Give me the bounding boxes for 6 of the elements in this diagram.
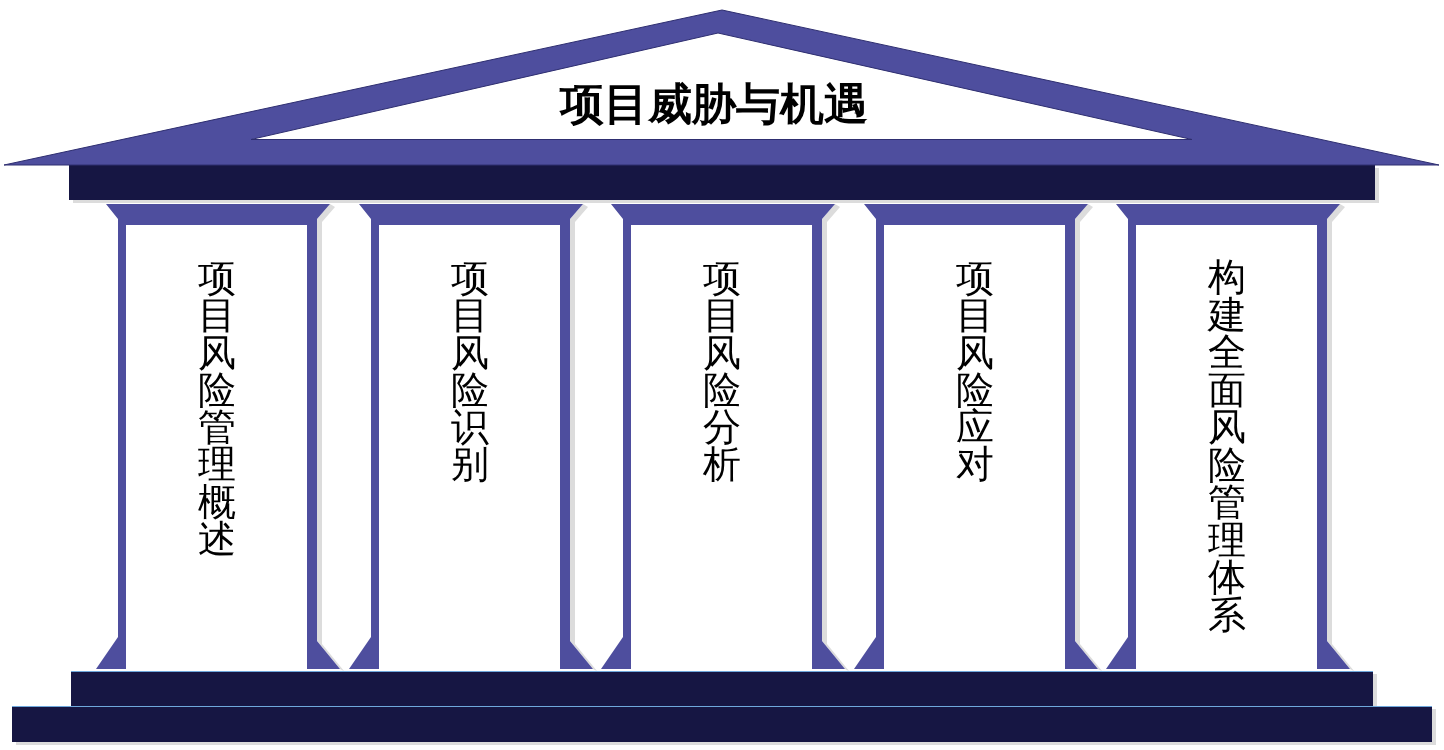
pillar-label: 项目风险识别: [450, 260, 489, 484]
pillar-label: 项目风险管理概述: [197, 260, 236, 559]
roof-title: 项目威胁与机遇: [560, 82, 868, 126]
pillar-label: 构建全面风险管理体系: [1207, 259, 1246, 634]
pillar-label: 项目风险分析: [702, 260, 741, 484]
pillar-label: 项目风险应对: [955, 260, 994, 484]
